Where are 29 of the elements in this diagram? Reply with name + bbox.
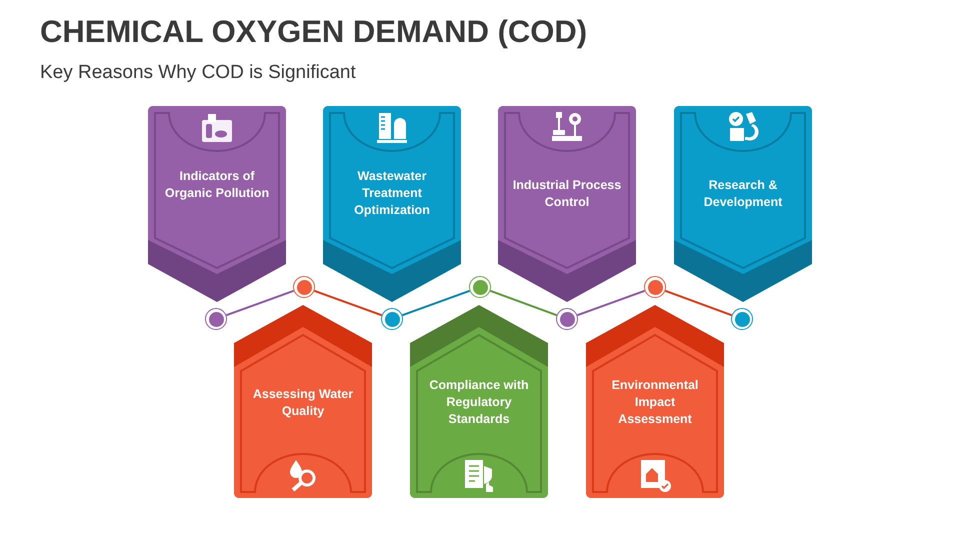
card-text: Wastewater Treatment Optimization [353, 168, 431, 219]
timeline-dot [644, 276, 666, 298]
timeline-dot [381, 308, 403, 330]
timeline-dot [469, 276, 491, 298]
timeline-dot [731, 308, 753, 330]
house-shaped-card [586, 305, 724, 498]
card-text: Assessing Water Quality [252, 386, 354, 420]
subtitle: Key Reasons Why COD is Significant [40, 62, 356, 84]
card-text: Research & Development [702, 177, 784, 211]
connector-line [314, 290, 382, 316]
card-text: Environmental Impact Assessment [610, 377, 700, 428]
chevron-card [498, 106, 636, 302]
card-text: Compliance with Regulatory Standards [428, 377, 530, 428]
title: CHEMICAL OXYGEN DEMAND (COD) [40, 14, 588, 50]
timeline-dot [293, 276, 315, 298]
connector-line [664, 290, 732, 316]
connector-line [402, 290, 470, 316]
connector-line [226, 290, 294, 316]
card-text: Indicators of Organic Pollution [164, 168, 270, 202]
card-text: Industrial Process Control [512, 177, 622, 211]
chevron-card [674, 106, 812, 302]
connector-line [490, 290, 558, 316]
chevron-card [148, 106, 286, 302]
house-shaped-card [234, 305, 372, 498]
timeline-dot [556, 308, 578, 330]
timeline-dot [205, 308, 227, 330]
house-shaped-card [410, 305, 548, 498]
connector-line [577, 290, 645, 316]
chevron-card [323, 106, 461, 302]
